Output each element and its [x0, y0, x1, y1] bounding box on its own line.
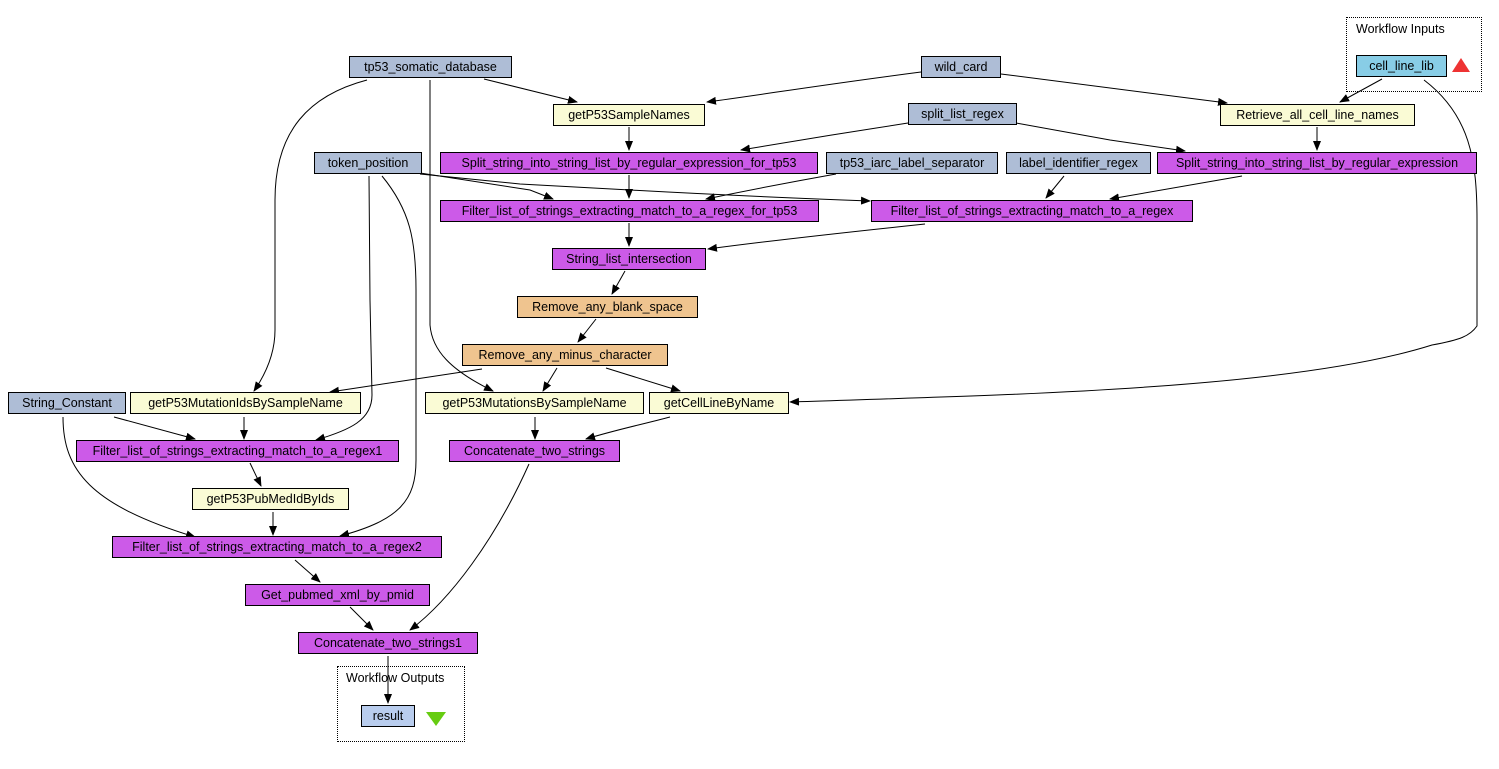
edge-concat-concat1	[409, 463, 530, 631]
node-remove-blank-space[interactable]: Remove_any_blank_space	[517, 296, 698, 318]
node-string-list-intersection[interactable]: String_list_intersection	[552, 248, 706, 270]
edge-token-filter	[419, 173, 871, 205]
edge-filter2-getpubmed	[294, 559, 321, 583]
node-getP53MutationIdsBySampleName[interactable]: getP53MutationIdsBySampleName	[130, 392, 361, 414]
edge-split-filter	[1109, 175, 1243, 202]
node-split-string-regex[interactable]: Split_string_into_string_list_by_regular…	[1157, 152, 1477, 174]
node-getP53SampleNames[interactable]: getP53SampleNames	[553, 104, 705, 126]
node-cell-line-lib[interactable]: cell_line_lib	[1356, 55, 1447, 77]
edge-celllinelib-getCellLineByName	[789, 79, 1478, 406]
workflow-outputs-label: Workflow Outputs	[346, 671, 445, 685]
node-token-position[interactable]: token_position	[314, 152, 422, 174]
node-concatenate-two-strings[interactable]: Concatenate_two_strings	[449, 440, 620, 462]
workflow-inputs-cluster	[1346, 17, 1482, 92]
edge-filter1-pubmedids	[249, 462, 262, 487]
node-split-string-tp53[interactable]: Split_string_into_string_list_by_regular…	[440, 152, 818, 174]
edge-token-filter1	[315, 175, 373, 442]
node-filter-list-regex1[interactable]: Filter_list_of_strings_extracting_match_…	[76, 440, 399, 462]
node-concatenate-two-strings1[interactable]: Concatenate_two_strings1	[298, 632, 478, 654]
edge-celllinelib-retrieve	[1339, 78, 1383, 103]
node-string-constant[interactable]: String_Constant	[8, 392, 126, 414]
edge-tp53db-mutationids	[253, 79, 368, 392]
node-wild-card[interactable]: wild_card	[921, 56, 1001, 78]
output-marker-triangle-icon	[426, 712, 446, 726]
edge-getcellline-concat	[585, 416, 671, 441]
node-tp53-somatic-database[interactable]: tp53_somatic_database	[349, 56, 512, 78]
node-result[interactable]: result	[361, 705, 415, 727]
node-label-identifier-regex[interactable]: label_identifier_regex	[1006, 152, 1151, 174]
edge-getpubmed-concat1	[349, 606, 374, 631]
edge-wildcard-retrieve	[1000, 73, 1228, 106]
edge-token-filter2	[339, 175, 417, 538]
edge-stringconst-filter1	[113, 416, 196, 441]
edge-minus-mutationids	[329, 368, 483, 395]
input-marker-triangle-icon	[1452, 58, 1470, 72]
edge-stringconst-filter2	[62, 416, 196, 539]
edge-tp53db-mutations	[429, 80, 494, 392]
edge-intersection-blank	[611, 270, 626, 295]
edge-minus-getcellline	[605, 367, 681, 393]
edge-tp53db-getP53SampleNames	[483, 78, 578, 104]
node-get-pubmed-xml-by-pmid[interactable]: Get_pubmed_xml_by_pmid	[245, 584, 430, 606]
edge-minus-mutations	[542, 367, 558, 392]
edge-filter-intersection	[707, 223, 926, 252]
node-tp53-iarc-label-separator[interactable]: tp53_iarc_label_separator	[826, 152, 998, 174]
node-filter-list-tp53[interactable]: Filter_list_of_strings_extracting_match_…	[440, 200, 819, 222]
workflow-outputs-cluster	[337, 666, 465, 742]
edge-wildcard-getP53SampleNames	[706, 71, 922, 105]
edge-token-filter-tp53	[419, 172, 554, 200]
node-getP53MutationsBySampleName[interactable]: getP53MutationsBySampleName	[425, 392, 644, 414]
workflow-inputs-label: Workflow Inputs	[1356, 22, 1445, 36]
edge-splitlistregex-split	[1015, 122, 1186, 154]
node-remove-minus-character[interactable]: Remove_any_minus_character	[462, 344, 668, 366]
edge-iarc-filter-tp53	[705, 173, 837, 202]
node-getP53PubMedIdByIds[interactable]: getP53PubMedIdByIds	[192, 488, 349, 510]
edge-blank-minus	[577, 318, 597, 343]
node-retrieve-all-cell-line-names[interactable]: Retrieve_all_cell_line_names	[1220, 104, 1415, 126]
node-filter-list-regex[interactable]: Filter_list_of_strings_extracting_match_…	[871, 200, 1193, 222]
node-filter-list-regex2[interactable]: Filter_list_of_strings_extracting_match_…	[112, 536, 442, 558]
node-split-list-regex[interactable]: split_list_regex	[908, 103, 1017, 125]
edge-splitlistregex-split-tp53	[740, 122, 909, 153]
edge-labelid-filter	[1045, 175, 1065, 199]
node-getCellLineByName[interactable]: getCellLineByName	[649, 392, 789, 414]
